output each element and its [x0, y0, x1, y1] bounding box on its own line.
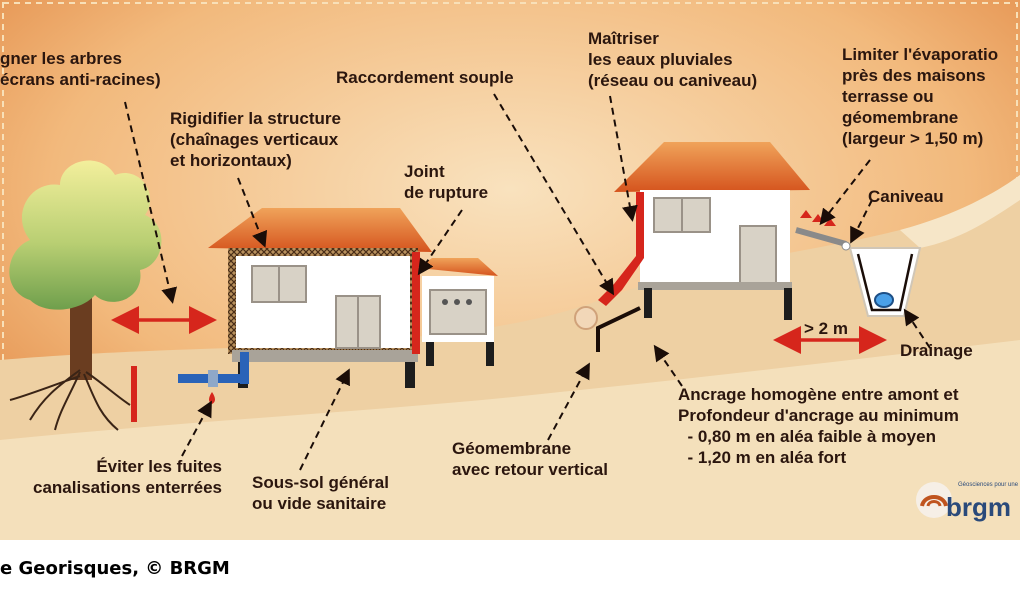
leader-lines	[124, 93, 931, 471]
slope-house-roof	[614, 142, 810, 192]
brgm-wordmark: brgm	[946, 492, 1011, 522]
label-drainage: Drainage	[900, 341, 973, 360]
label-distance: > 2 m	[804, 319, 848, 338]
label-flexible-joint: Raccordement souple	[336, 68, 514, 87]
tree	[9, 160, 162, 431]
label-rigidify: Rigidifier la structure(chaînages vertic…	[170, 109, 341, 170]
image-caption: e Georisques, © BRGM	[0, 558, 230, 579]
brgm-tagline: Géosciences pour une	[958, 482, 1019, 488]
brgm-logo: Géosciences pour une brgm	[914, 476, 1020, 528]
rupture-joint-bar	[412, 252, 420, 354]
flexible-joint	[574, 306, 598, 330]
tree-roots	[9, 369, 131, 431]
rain-pipe	[598, 192, 644, 306]
garage	[418, 258, 498, 366]
terrace	[795, 227, 847, 247]
drain-pipe	[874, 292, 894, 308]
diagram-illustration	[0, 0, 1020, 540]
anti-root-screen	[131, 366, 137, 422]
label-gutter: Caniveau	[868, 187, 944, 206]
tree-crown	[9, 160, 162, 310]
slope-surface	[900, 175, 1020, 248]
brgm-logo-icon	[916, 482, 952, 518]
ground-lower	[0, 340, 1020, 540]
main-house-slab	[232, 350, 418, 362]
slope-house	[574, 142, 847, 352]
geomembrane-return	[596, 306, 641, 352]
drainage-trench	[841, 241, 922, 317]
